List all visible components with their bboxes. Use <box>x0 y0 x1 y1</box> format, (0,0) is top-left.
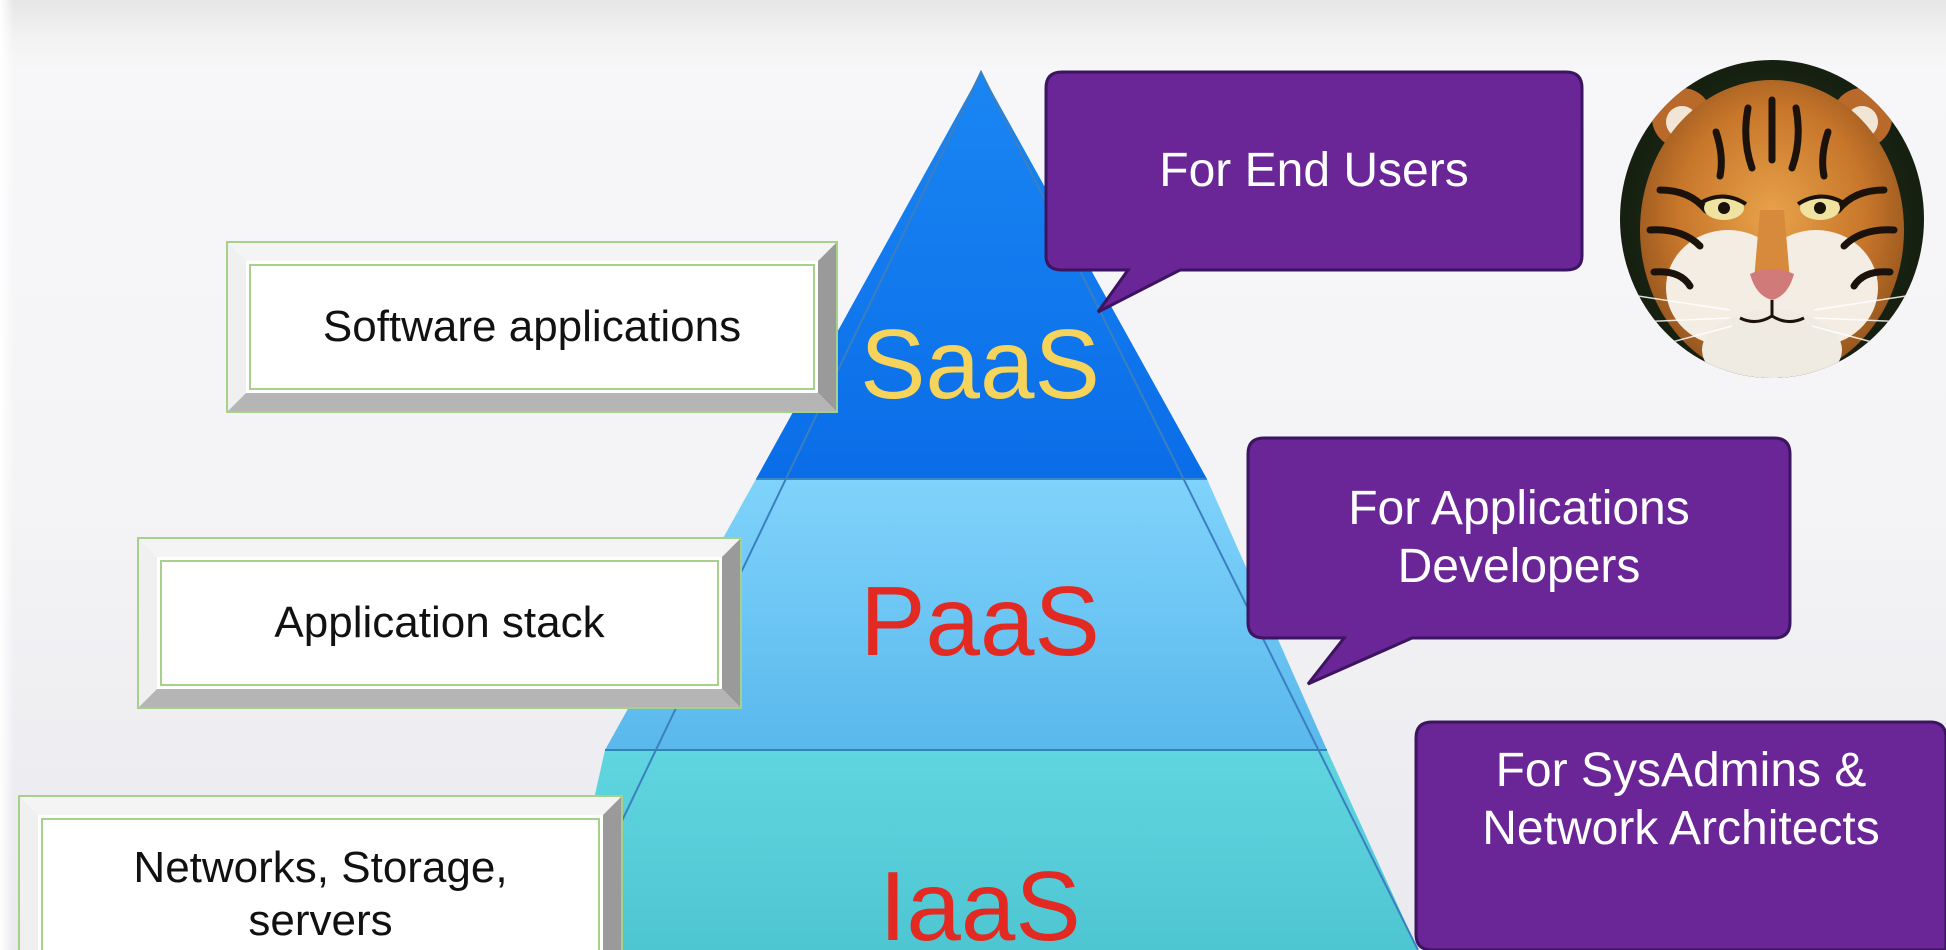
box-networks-line1: Networks, Storage, <box>133 843 508 893</box>
bevel-frame <box>137 537 742 709</box>
bubble-app-developers-shape <box>1246 436 1792 686</box>
bubble-sysadmins-line2: Network Architects <box>1482 801 1880 855</box>
tiger-face-icon <box>1620 60 1924 378</box>
bubble-end-users-shape <box>1044 70 1584 314</box>
pyramid-layer-iaas <box>560 750 1418 950</box>
bubble-end-users <box>1044 70 1584 314</box>
bubble-app-developers <box>1246 436 1792 686</box>
iaas-layer-label: IaaS <box>879 851 1081 950</box>
bubble-app-developers-line1: For Applications <box>1348 482 1690 536</box>
bubble-end-users-text: For End Users <box>1159 144 1469 198</box>
box-networks-storage-servers-label: Networks, Storage, servers <box>41 818 600 950</box>
pyramid-layer-saas <box>756 72 1207 479</box>
box-application-stack-label: Application stack <box>160 560 719 686</box>
bubble-sysadmins-line1: For SysAdmins & <box>1495 744 1867 797</box>
box-software-applications-label: Software applications <box>249 264 815 390</box>
bubble-app-developers-line2: Developers <box>1397 540 1641 593</box>
bevel-frame <box>18 795 623 950</box>
box-application-stack: Application stack <box>137 537 742 709</box>
pyramid-layer-paas <box>605 479 1327 750</box>
bubble-sysadmins-text: For SysAdmins & Network Architects <box>1416 742 1946 932</box>
bevel-frame <box>226 241 838 413</box>
saas-layer-label: SaaS <box>860 309 1100 419</box>
bubble-sysadmins <box>1414 720 1946 950</box>
tiger-avatar-icon <box>1620 60 1924 378</box>
bubble-sysadmins-shape <box>1414 720 1946 950</box>
bubble-app-developers-text: For Applications Developers <box>1248 438 1790 638</box>
box-software-applications: Software applications <box>226 241 838 413</box>
box-networks-storage-servers: Networks, Storage, servers <box>18 795 623 950</box>
paas-layer-label: PaaS <box>860 566 1100 676</box>
box-networks-line2: servers <box>248 896 393 945</box>
